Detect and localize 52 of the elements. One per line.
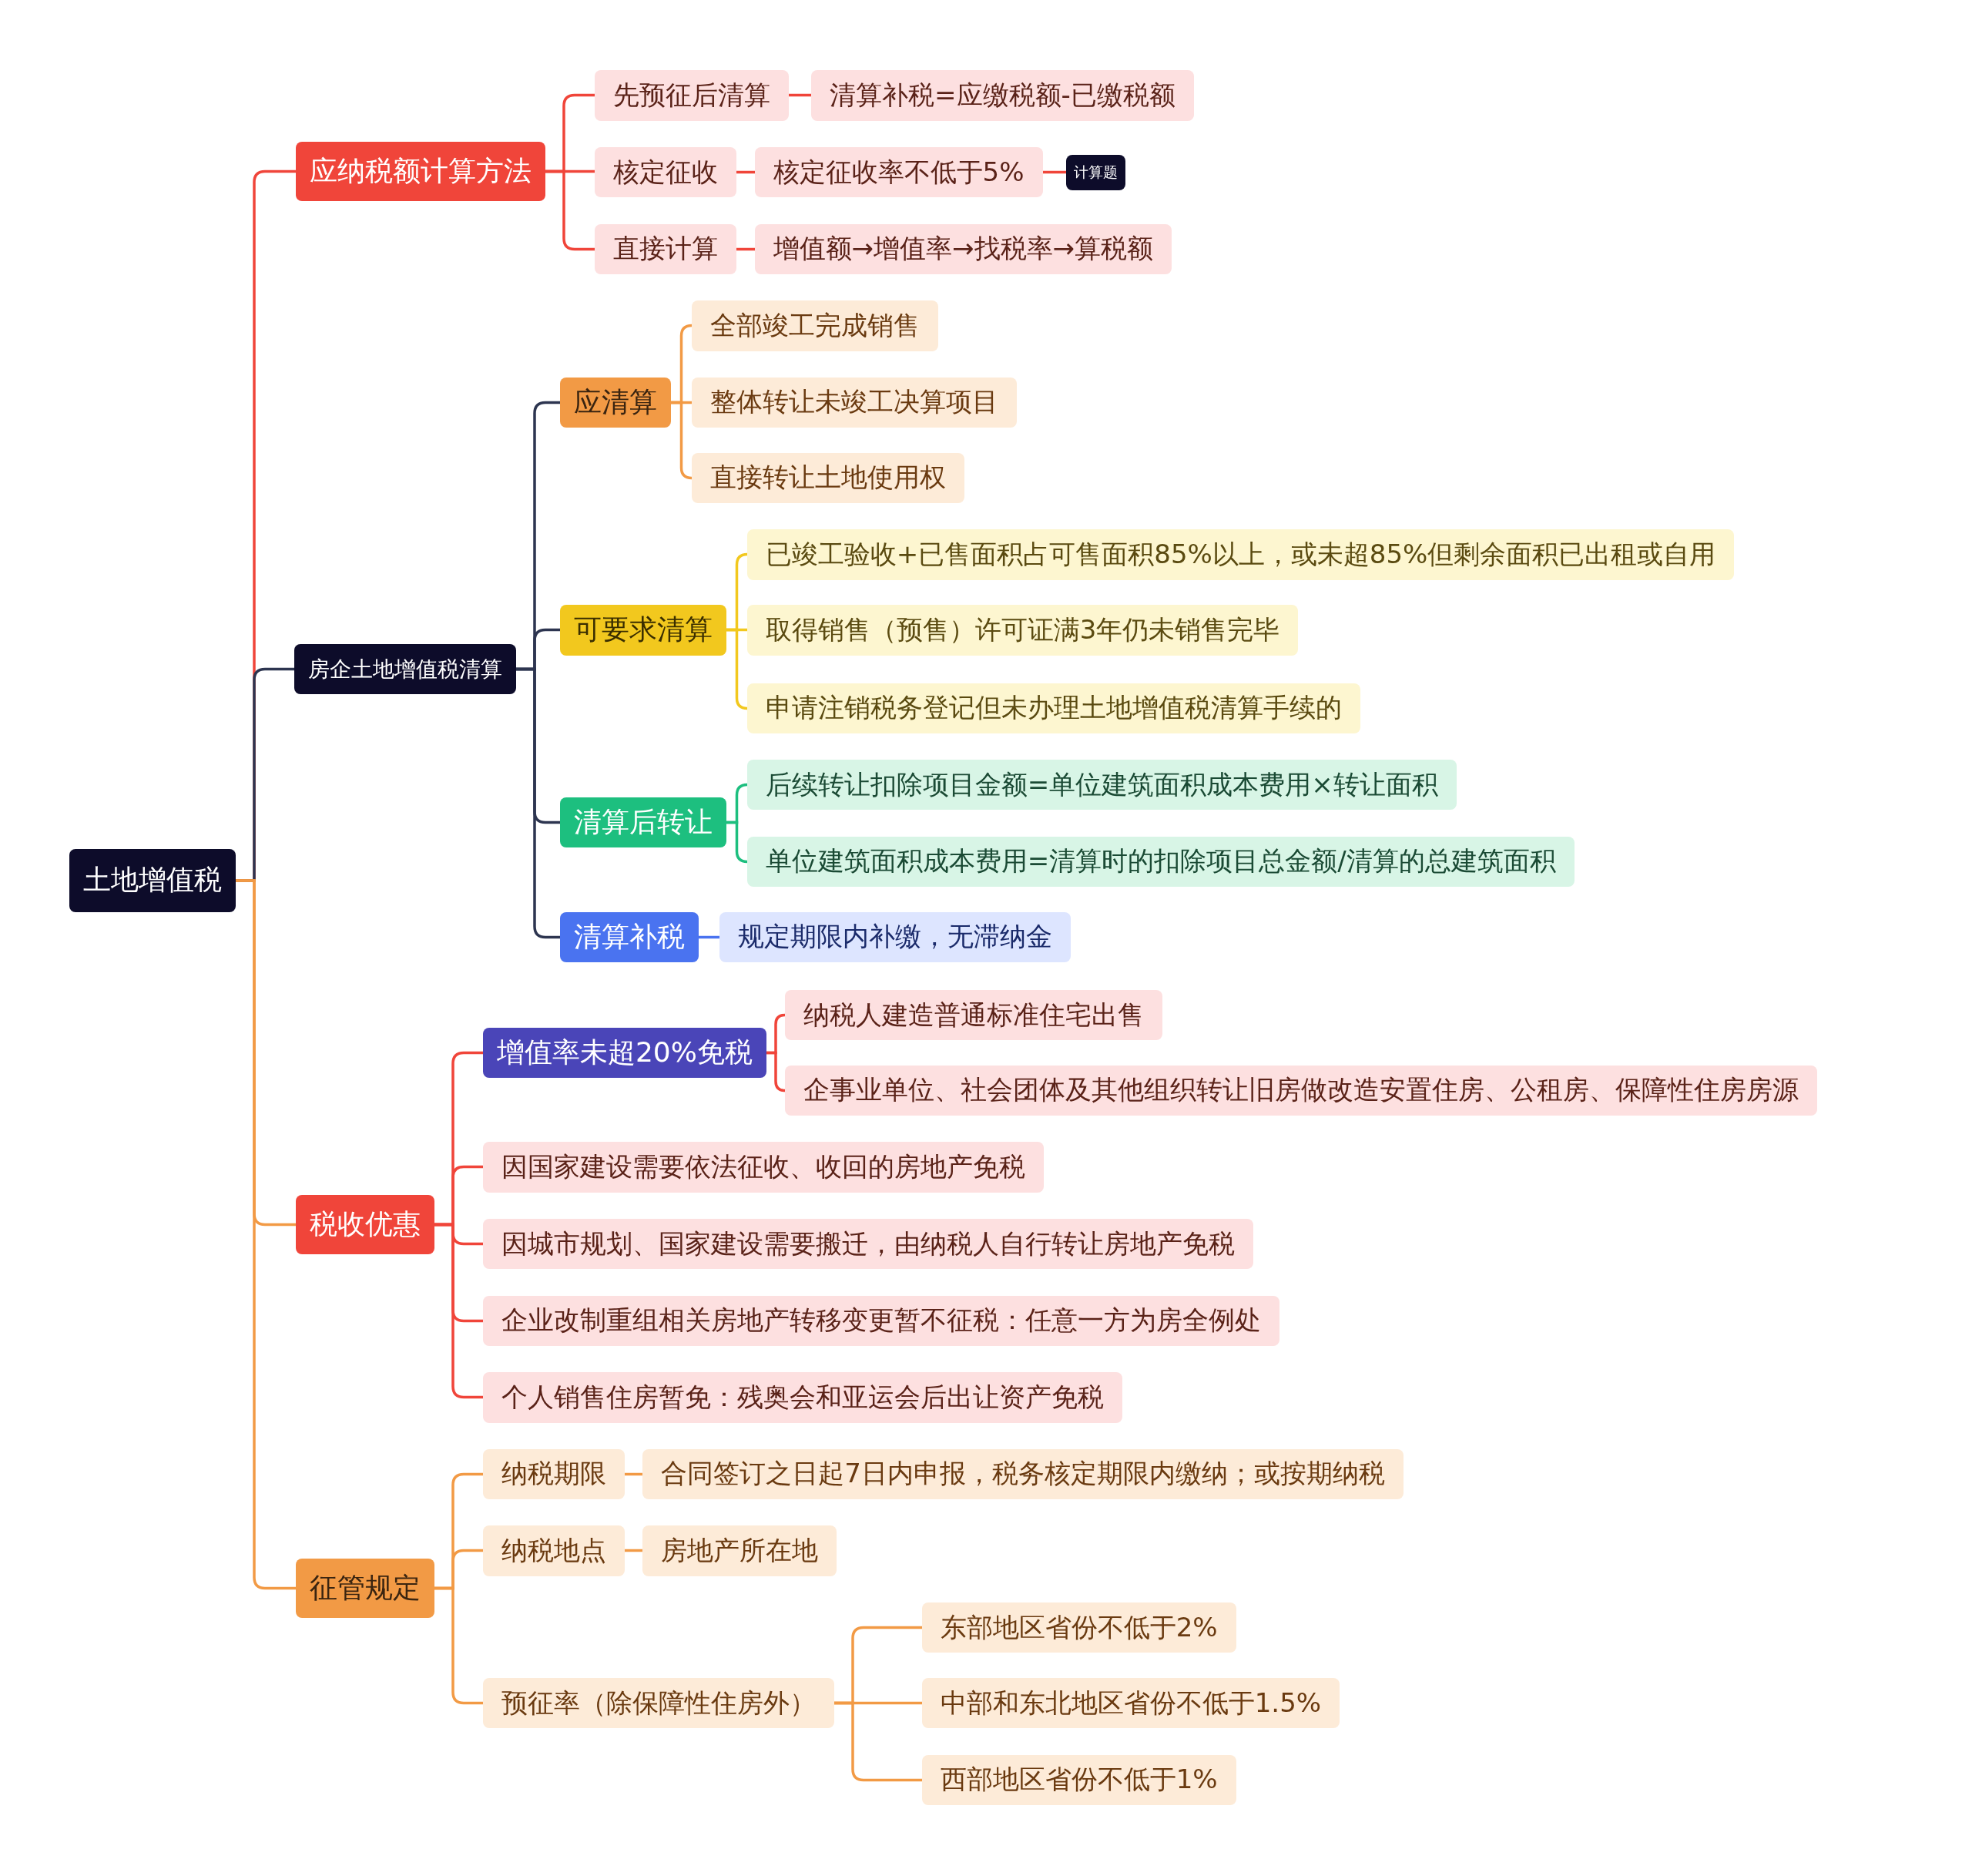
subtopic-box: 因国家建设需要依法征收、收回的房地产免税 [482,1142,1044,1193]
tag-badge: 计算题 [1066,154,1126,190]
connector-line [789,93,811,97]
subtopic-box: 中部和东北地区省份不低于1.5% [921,1677,1340,1729]
subtopic-box: 企业改制重组相关房地产转移变更暂不征税：任意一方为房全例处 [482,1295,1279,1346]
connector-line [699,935,719,939]
topic-box: 税收优惠 [295,1195,434,1254]
topic-box: 可要求清算 [559,605,726,656]
subtopic-box: 核定征收率不低于5% [754,147,1043,198]
subtopic-box: 直接计算 [595,223,737,274]
subtopic-box: 因城市规划、国家建设需要搬迁，由纳税人自行转让房地产免税 [482,1219,1253,1270]
subtopic-box: 已竣工验收+已售面积占可售面积85%以上，或未超85%但剩余面积已出租或自用 [746,529,1735,580]
topic-box: 增值率未超20%免税 [482,1027,766,1079]
subtopic-box: 房地产所在地 [642,1525,837,1576]
subtopic-box: 清算补税=应缴税额-已缴税额 [811,70,1194,121]
subtopic-box: 整体转让未竣工决算项目 [691,377,1017,428]
subtopic-box: 个人销售住房暂免：残奥会和亚运会后出让资产免税 [482,1372,1122,1423]
subtopic-box: 合同签订之日起7日内申报，税务核定期限内缴纳；或按期纳税 [642,1448,1404,1500]
subtopic-box: 先预征后清算 [595,70,790,121]
connector-line [736,170,755,174]
subtopic-box: 企事业单位、社会团体及其他组织转让旧房做改造安置住房、公租房、保障性住房房源 [784,1065,1817,1116]
subtopic-box: 东部地区省份不低于2% [921,1602,1236,1653]
connector-line [625,1549,642,1552]
topic-box: 清算补税 [559,911,699,962]
connector-line [434,1223,483,1399]
subtopic-box: 全部竣工完成销售 [691,300,938,351]
subtopic-box: 核定征收 [595,147,737,198]
subtopic-box: 增值额→增值率→找税率→算税额 [754,223,1172,274]
subtopic-box: 预征率（除保障性住房外） [482,1677,834,1729]
subtopic-box: 申请注销税务登记但未办理土地增值税清算手续的 [746,683,1360,733]
connector-line [625,1472,642,1476]
subtopic-box: 取得销售（预售）许可证满3年仍未销售完毕 [746,605,1299,656]
connector-line [545,169,595,251]
connector-line [834,1701,922,1782]
subtopic-box: 单位建筑面积成本费用=清算时的扣除项目总金额/清算的总建筑面积 [746,836,1575,887]
root-topic-box: 土地增值税 [69,849,236,912]
topic-box: 应纳税额计算方法 [295,142,545,202]
subtopic-box: 后续转让扣除项目金额=单位建筑面积成本费用×转让面积 [746,760,1457,810]
subtopic-box: 西部地区省份不低于1% [921,1754,1236,1805]
connector-line [736,247,755,251]
subtopic-box: 纳税人建造普通标准住宅出售 [784,989,1162,1041]
topic-box: 应清算 [559,377,671,428]
connector-line [236,879,296,1590]
subtopic-box: 规定期限内补缴，无滞纳金 [719,911,1071,962]
subtopic-box: 纳税期限 [482,1448,625,1500]
topic-box: 清算后转让 [559,797,726,848]
connector-line [434,1586,483,1705]
topic-box: 房企土地增值税清算 [294,643,517,695]
topic-box: 征管规定 [295,1558,434,1618]
connector-line [1043,170,1066,174]
subtopic-box: 直接转让土地使用权 [691,452,964,504]
subtopic-box: 纳税地点 [482,1525,625,1576]
